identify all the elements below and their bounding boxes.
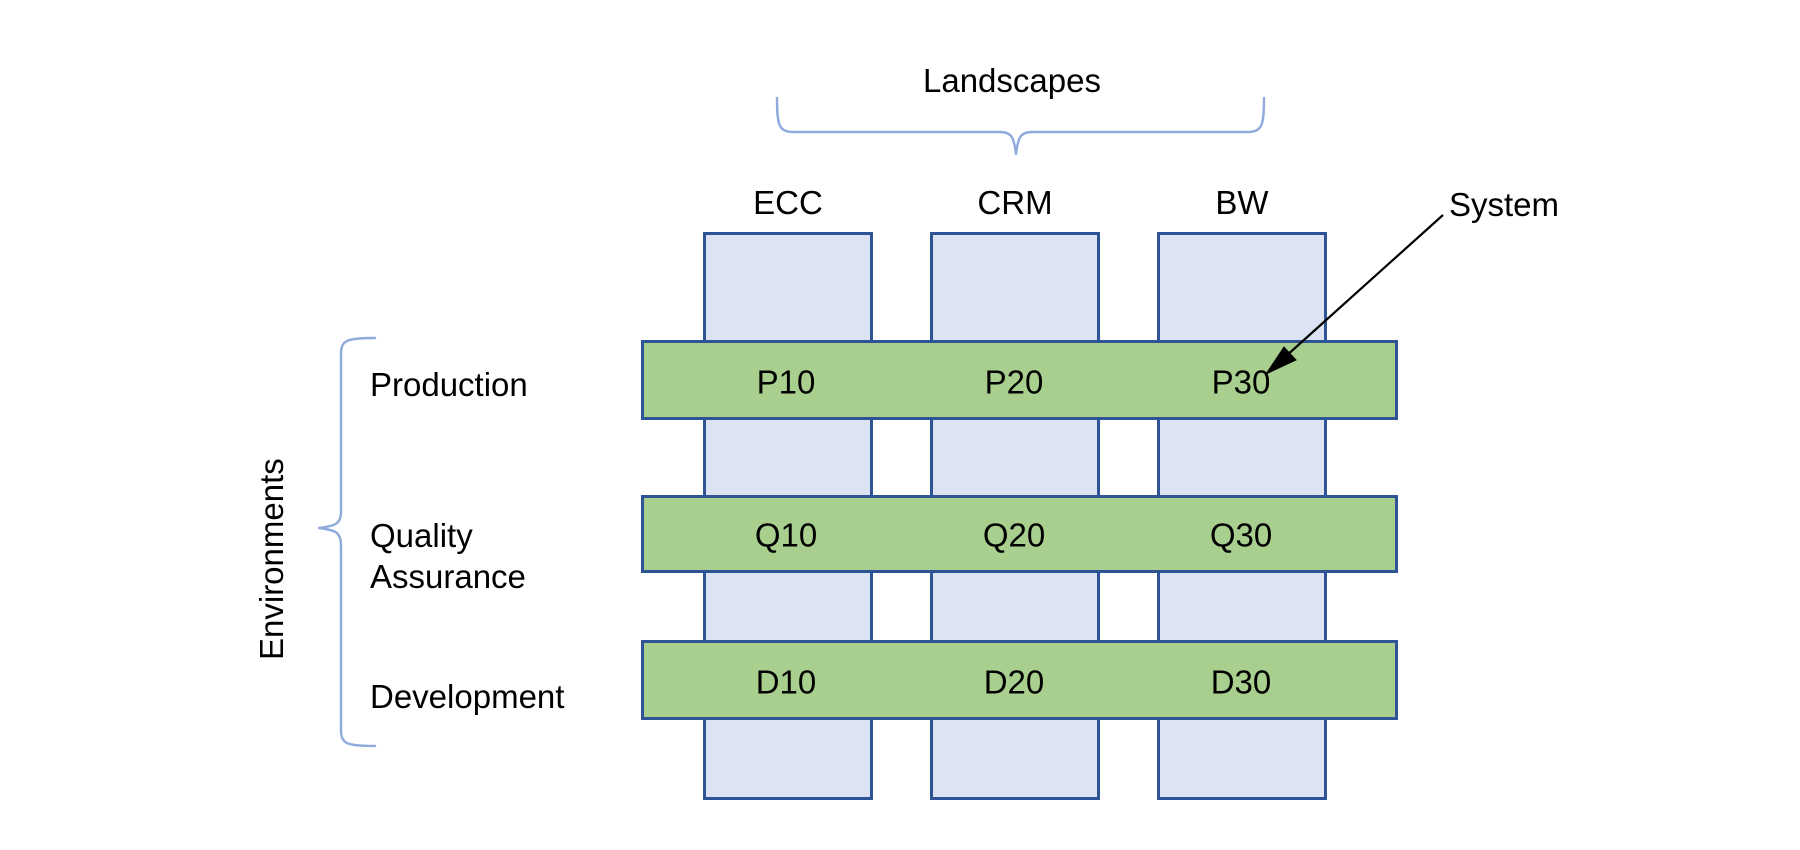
landscapes-title: Landscapes [923, 62, 1101, 99]
environments-brace [317, 336, 377, 748]
cell-d20: D20 [983, 663, 1045, 701]
row-label-development: Development [370, 678, 565, 715]
cell-d10: D10 [755, 663, 817, 701]
environments-title: Environments [253, 458, 290, 660]
environment-band-development[interactable] [641, 640, 1398, 720]
cell-q30: Q30 [1209, 516, 1273, 554]
column-header-bw: BW [1215, 184, 1269, 221]
cell-q10: Q10 [754, 516, 818, 554]
column-header-ecc: ECC [753, 184, 823, 221]
column-header-crm: CRM [977, 184, 1053, 221]
row-label-production: Production [370, 366, 528, 403]
cell-p20: P20 [984, 363, 1044, 401]
system-callout-label: System [1449, 186, 1560, 223]
environment-band-qa[interactable] [641, 495, 1398, 573]
landscapes-brace [775, 96, 1266, 156]
cell-q20: Q20 [982, 516, 1046, 554]
cell-p30: P30 [1211, 363, 1271, 401]
row-label-qa: Quality Assurance [370, 517, 526, 596]
cell-p10: P10 [756, 363, 816, 401]
cell-d30: D30 [1210, 663, 1272, 701]
